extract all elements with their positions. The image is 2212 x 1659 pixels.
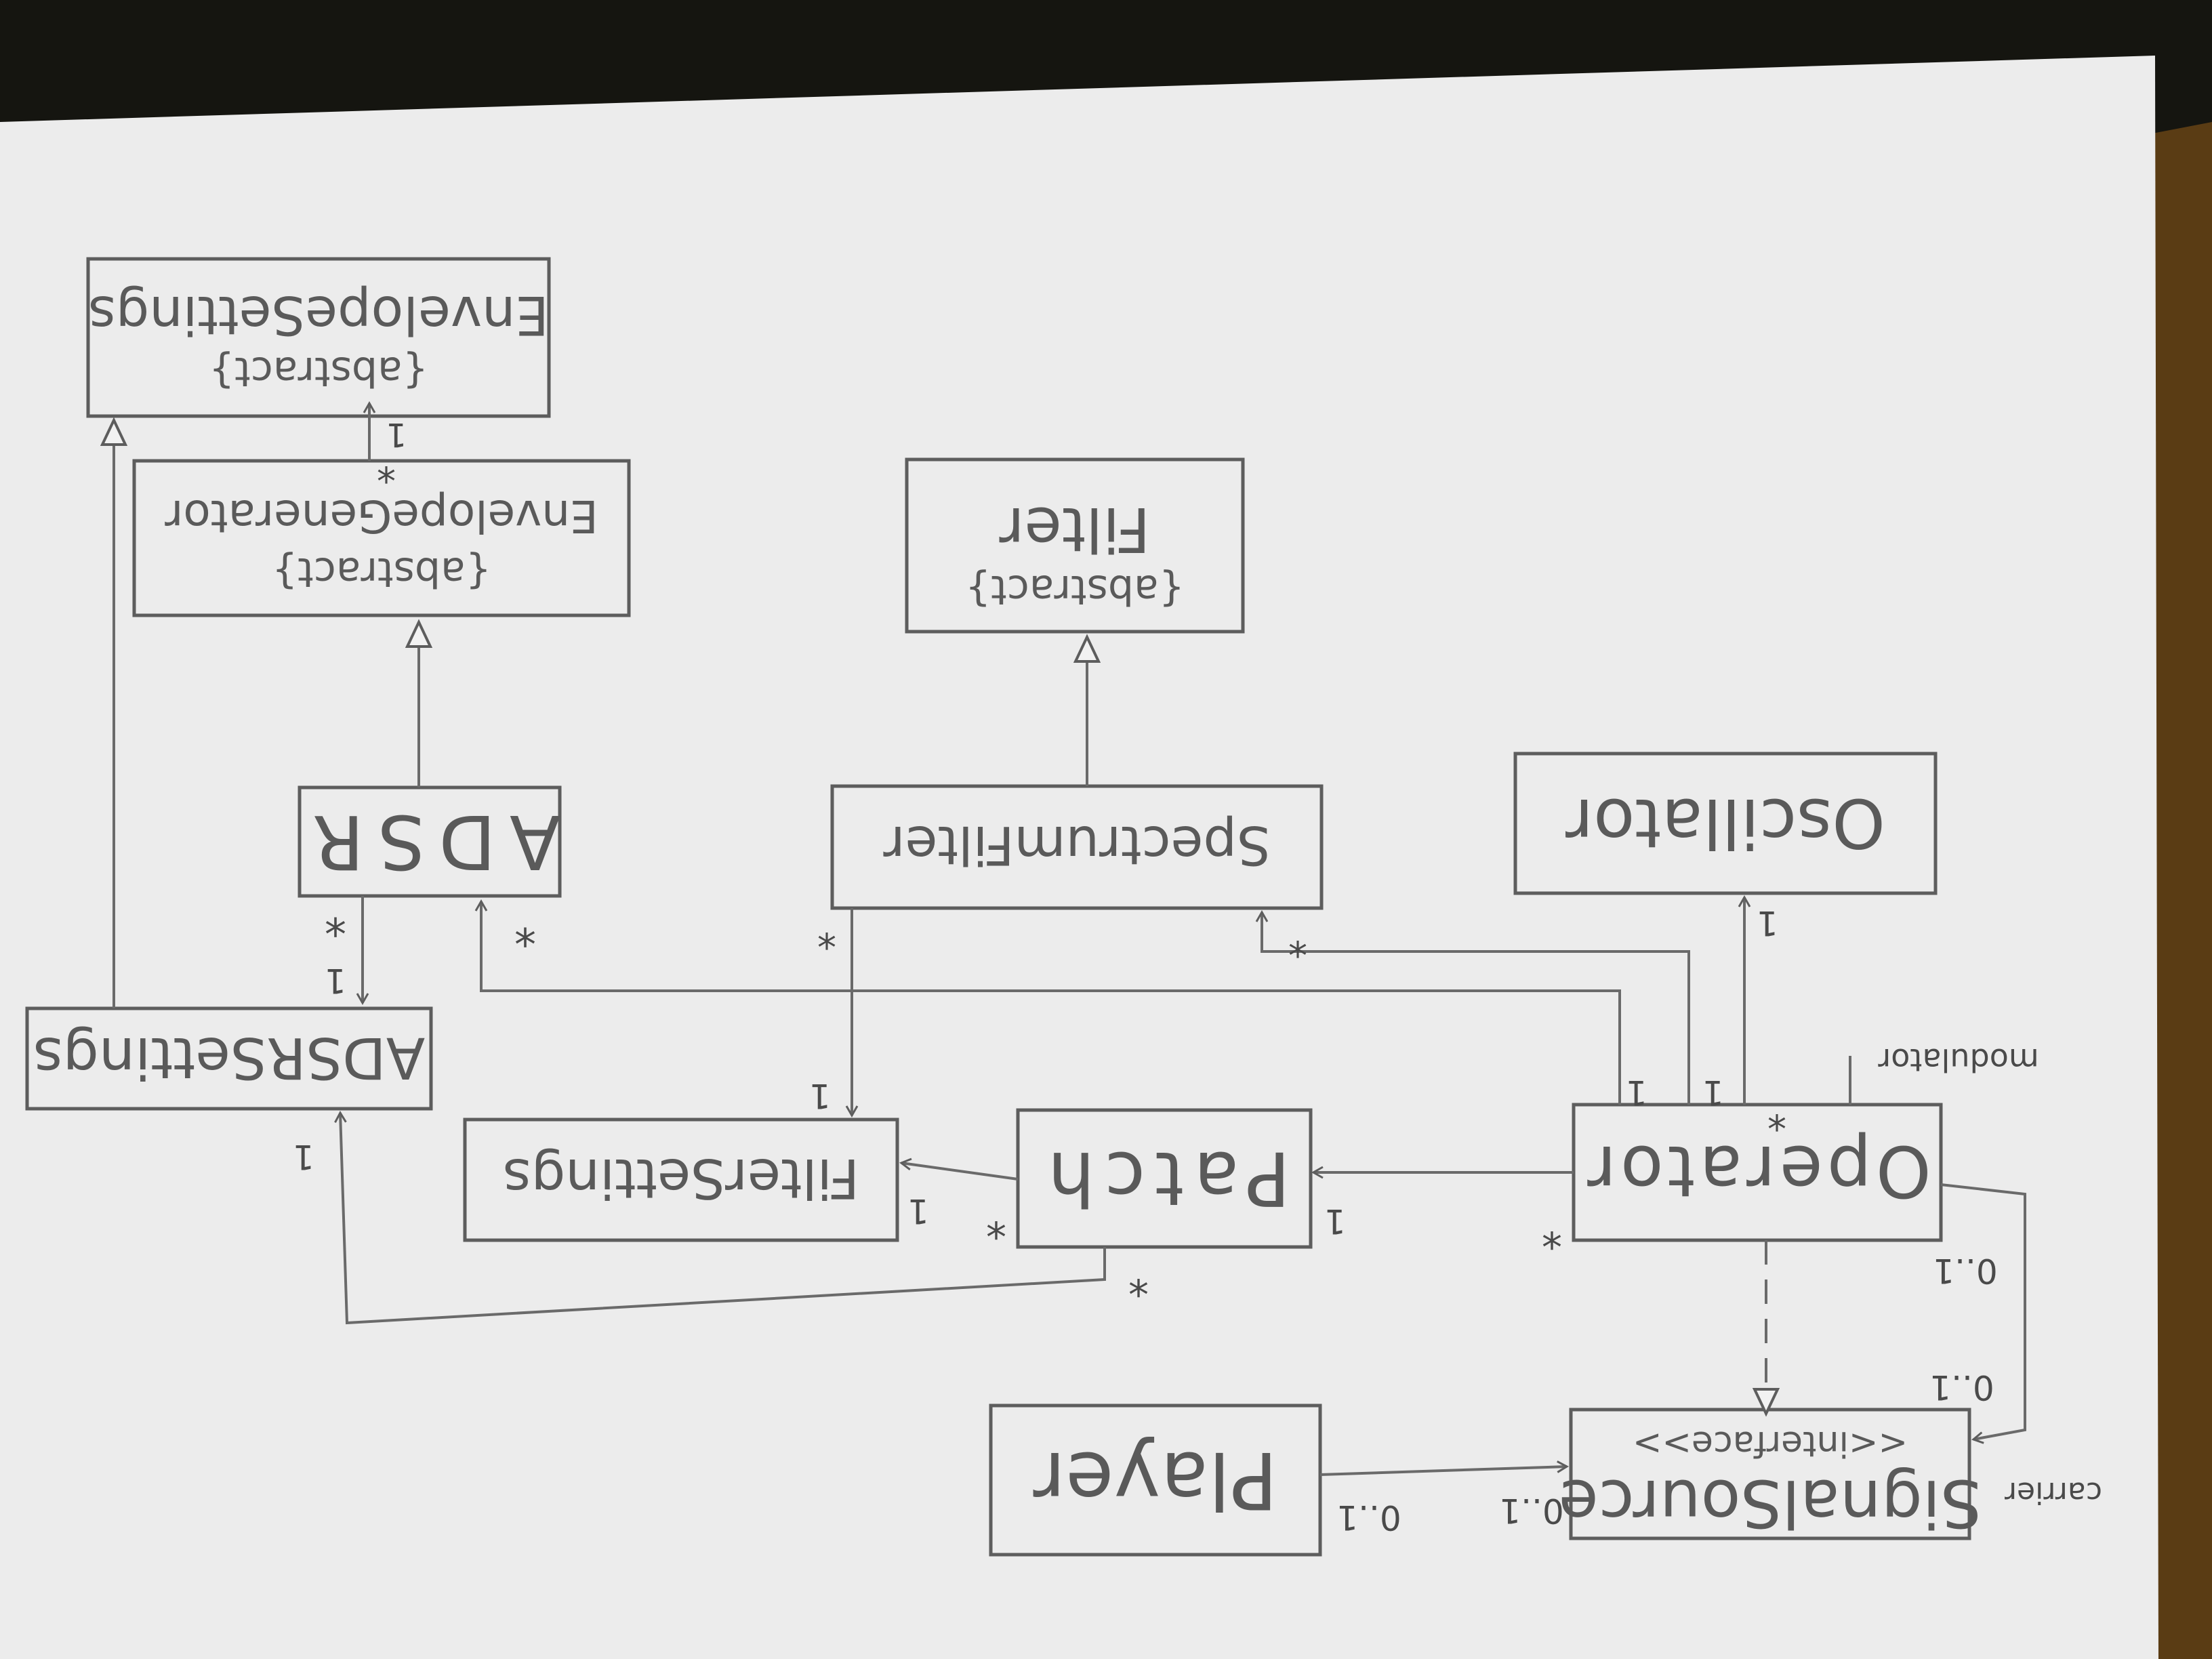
stereotype-label: {abstract} — [209, 348, 428, 395]
mult-label: * — [1542, 1210, 1562, 1257]
class-name: EnvelopeSettings — [88, 284, 549, 345]
assoc-operator-spectrum — [1255, 909, 1690, 1105]
mult-label: * — [1288, 920, 1307, 964]
mult-label: * — [986, 1200, 1006, 1247]
mult-label: 1 — [1324, 1202, 1346, 1241]
mult-label: * — [1767, 1094, 1786, 1138]
class-name: SignalSource — [1559, 1465, 1982, 1541]
assoc-operator-signalsource-carrier — [1940, 1183, 2026, 1444]
class-envelope-settings: {abstract} EnvelopeSettings — [86, 257, 551, 418]
stereotype-label: {abstract} — [965, 566, 1185, 613]
class-name: Patch — [1038, 1135, 1290, 1222]
class-name: FilterSettings — [503, 1147, 859, 1210]
class-name: Player — [1033, 1434, 1277, 1525]
class-spectrum-filter: SpectrumFilter — [830, 784, 1324, 910]
class-oscillator: Oscillator — [1513, 752, 1938, 895]
mult-label: 0..1 — [1929, 1368, 1994, 1407]
mult-label: 1 — [1626, 1073, 1647, 1112]
mult-label: 1 — [809, 1076, 831, 1115]
assoc-patch-adsrsettings — [334, 1110, 1106, 1325]
mult-label: 1 — [1702, 1073, 1724, 1112]
mult-label: * — [1128, 1257, 1149, 1305]
class-patch: Patch — [1016, 1108, 1313, 1249]
mult-label: 1 — [293, 1137, 314, 1176]
mult-label: * — [817, 912, 836, 956]
role-label-modulator: modulator — [1878, 1042, 2039, 1078]
mult-label: 1 — [1757, 903, 1778, 943]
class-filter-settings: FilterSettings — [463, 1118, 899, 1242]
class-adsr: ADSR — [298, 785, 562, 898]
mult-label: * — [377, 446, 396, 490]
class-name: ADSRSettings — [33, 1025, 425, 1091]
mult-label: * — [514, 904, 536, 954]
paper-sheet — [0, 56, 2158, 1659]
mult-label: 1 — [386, 415, 407, 453]
class-name: Oscillator — [1565, 783, 1885, 863]
class-name: Filter — [1000, 493, 1151, 565]
mult-label: * — [325, 894, 346, 944]
class-operator: Operator — [1572, 1103, 1943, 1242]
class-envelope-generator: {abstract} EnvelopeGenerator — [132, 459, 631, 617]
mult-label: 0..1 — [1933, 1251, 1997, 1290]
class-name: Operator — [1583, 1130, 1931, 1212]
assoc-operator-adsr — [474, 899, 1621, 1105]
assoc-patch-filtersettings — [899, 1158, 1019, 1181]
stereotype-label: {abstract} — [272, 548, 491, 596]
class-name: ADSR — [299, 798, 560, 885]
mult-label: 0..1 — [1499, 1491, 1563, 1530]
role-label-carrier: carrier — [2004, 1475, 2102, 1510]
class-player: Player — [989, 1404, 1322, 1557]
class-signal-source: SignalSource <<interface>> — [1559, 1408, 1982, 1541]
assoc-player-signalsource — [1319, 1460, 1570, 1476]
mult-label: 0..1 — [1336, 1498, 1401, 1537]
class-adsr-settings: ADSRSettings — [25, 1006, 433, 1111]
class-filter: {abstract} Filter — [905, 457, 1245, 634]
stereotype-label: <<interface>> — [1633, 1423, 1908, 1464]
class-name: SpectrumFilter — [883, 814, 1271, 875]
class-name: EnvelopeGenerator — [164, 490, 598, 542]
mult-label: 1 — [907, 1191, 929, 1231]
mult-label: 1 — [325, 961, 346, 1000]
